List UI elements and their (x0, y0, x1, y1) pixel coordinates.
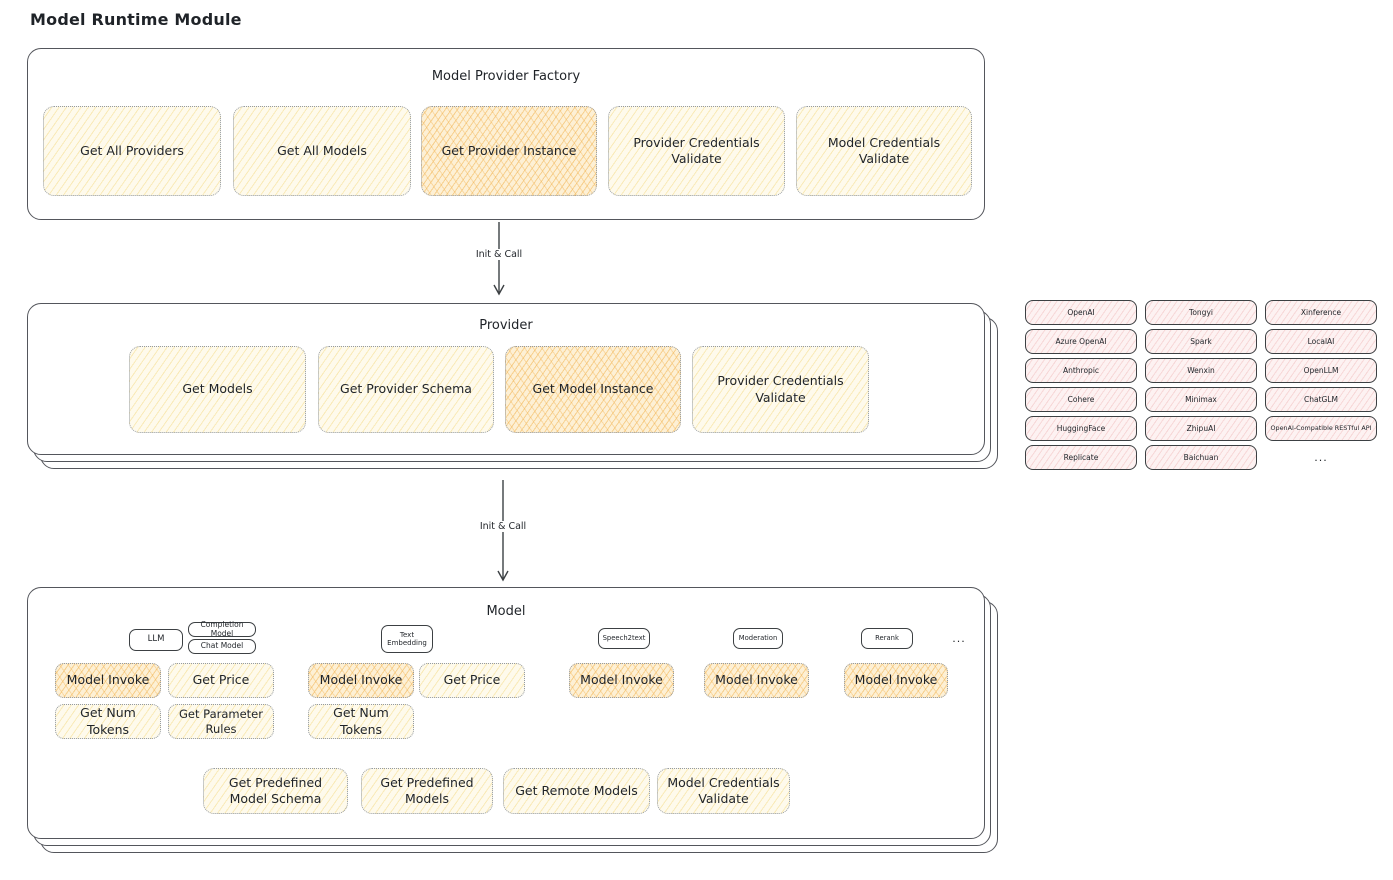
arrow-label-init-call-2: Init & Call (475, 521, 531, 532)
node-provider-credentials-validate-2: Provider Credentials Validate (692, 346, 869, 433)
vendor-xinference: Xinference (1265, 300, 1377, 325)
provider-panel-surface: Provider Get Models Get Provider Schema … (27, 303, 985, 455)
node-get-provider-instance: Get Provider Instance (421, 106, 597, 196)
node-get-model-instance: Get Model Instance (505, 346, 681, 433)
node-get-models: Get Models (129, 346, 306, 433)
vendor-minimax: Minimax (1145, 387, 1257, 412)
tabs-ellipsis: ... (948, 631, 970, 647)
vendor-replicate: Replicate (1025, 445, 1137, 470)
node-llm-get-num-tokens: Get Num Tokens (55, 704, 161, 739)
vendor-openai-compatible-restful-api: OpenAI-Compatible RESTful API (1265, 416, 1377, 441)
node-get-provider-schema: Get Provider Schema (318, 346, 494, 433)
vendor-openllm: OpenLLM (1265, 358, 1377, 383)
node-get-predefined-model-schema: Get Predefined Model Schema (203, 768, 348, 814)
vendor-azure-openai: Azure OpenAI (1025, 329, 1137, 354)
node-get-all-models: Get All Models (233, 106, 411, 196)
tab-speech2text: Speech2text (598, 628, 650, 649)
node-embedding-get-price: Get Price (419, 663, 525, 698)
page-title: Model Runtime Module (30, 10, 242, 29)
arrow-label-init-call: Init & Call (471, 249, 527, 260)
tab-moderation: Moderation (733, 628, 783, 649)
factory-title: Model Provider Factory (431, 69, 581, 84)
tab-chat-model: Chat Model (188, 639, 256, 654)
vendor-openai: OpenAI (1025, 300, 1137, 325)
node-model-credentials-validate: Model Credentials Validate (796, 106, 972, 196)
factory-panel: Model Provider Factory Get All Providers… (27, 48, 985, 220)
tab-completion-model: Completion Model (188, 620, 256, 637)
tab-llm: LLM (129, 629, 183, 651)
vendor-tongyi: Tongyi (1145, 300, 1257, 325)
factory-panel-surface: Model Provider Factory Get All Providers… (27, 48, 985, 220)
node-get-all-providers: Get All Providers (43, 106, 221, 196)
node-llm-get-parameter-rules: Get Parameter Rules (168, 704, 274, 739)
model-panel: Model LLM Completion Model Chat Model Te… (27, 587, 998, 853)
model-title: Model (486, 604, 526, 619)
vendor-wenxin: Wenxin (1145, 358, 1257, 383)
provider-panel: Provider Get Models Get Provider Schema … (27, 303, 998, 469)
provider-title: Provider (479, 318, 533, 333)
node-get-remote-models: Get Remote Models (503, 768, 650, 814)
node-llm-model-invoke: Model Invoke (55, 663, 161, 698)
vendor-anthropic: Anthropic (1025, 358, 1137, 383)
vendor-zhipuai: ZhipuAI (1145, 416, 1257, 441)
vendor-huggingface: HuggingFace (1025, 416, 1137, 441)
model-panel-surface: Model LLM Completion Model Chat Model Te… (27, 587, 985, 839)
arrow-init-call-top: Init & Call (471, 222, 527, 296)
node-embedding-get-num-tokens: Get Num Tokens (308, 704, 414, 739)
node-model-credentials-validate-2: Model Credentials Validate (657, 768, 790, 814)
vendor-cohere: Cohere (1025, 387, 1137, 412)
arrow-init-call-bottom: Init & Call (475, 480, 531, 582)
vendors-ellipsis: ... (1314, 451, 1328, 464)
node-speech2text-model-invoke: Model Invoke (569, 663, 674, 698)
node-get-predefined-models: Get Predefined Models (361, 768, 493, 814)
node-rerank-model-invoke: Model Invoke (844, 663, 948, 698)
vendor-chatglm: ChatGLM (1265, 387, 1377, 412)
node-moderation-model-invoke: Model Invoke (704, 663, 809, 698)
vendor-spark: Spark (1145, 329, 1257, 354)
vendor-localai: LocalAI (1265, 329, 1377, 354)
tab-rerank: Rerank (861, 628, 913, 649)
vendor-baichuan: Baichuan (1145, 445, 1257, 470)
node-embedding-model-invoke: Model Invoke (308, 663, 414, 698)
tab-text-embedding: Text Embedding (381, 625, 433, 653)
node-provider-credentials-validate: Provider Credentials Validate (608, 106, 785, 196)
vendors-grid: OpenAI Tongyi Xinference Azure OpenAI Sp… (1025, 300, 1377, 470)
node-llm-get-price: Get Price (168, 663, 274, 698)
